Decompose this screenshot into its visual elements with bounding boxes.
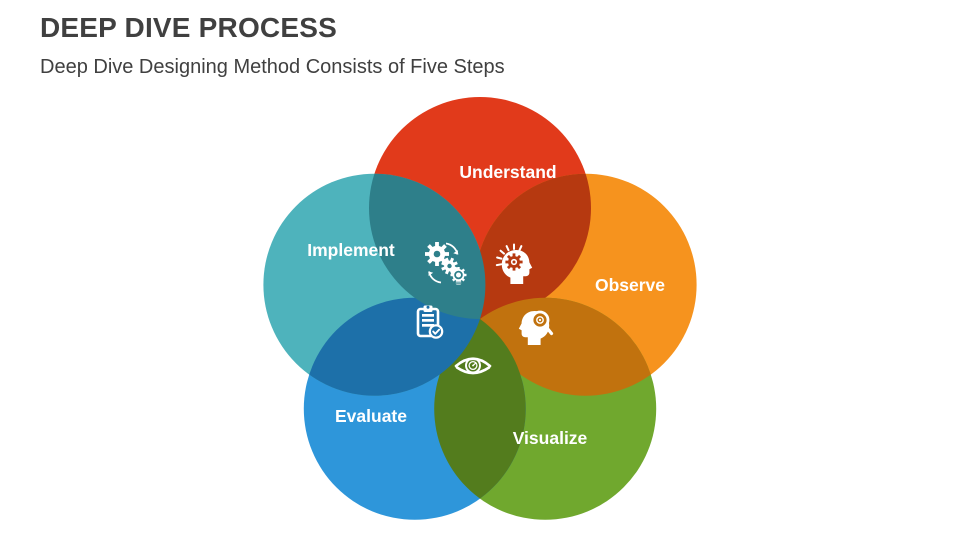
head-magnifier-icon	[518, 310, 554, 345]
clipboard-check-icon	[416, 305, 444, 339]
eye-gauge-icon	[454, 357, 492, 375]
label-observe: Observe	[595, 275, 665, 295]
label-visualize: Visualize	[513, 428, 588, 448]
page-subtitle: Deep Dive Designing Method Consists of F…	[40, 56, 505, 78]
label-evaluate: Evaluate	[335, 406, 407, 426]
label-understand: Understand	[459, 162, 556, 182]
page-title: DEEP DIVE PROCESS	[40, 12, 337, 43]
head-gear-idea-icon	[495, 243, 533, 284]
label-implement: Implement	[307, 240, 395, 260]
gears-refresh-bulb-icon	[425, 242, 467, 285]
overlap-visualize-evaluate	[434, 297, 526, 520]
